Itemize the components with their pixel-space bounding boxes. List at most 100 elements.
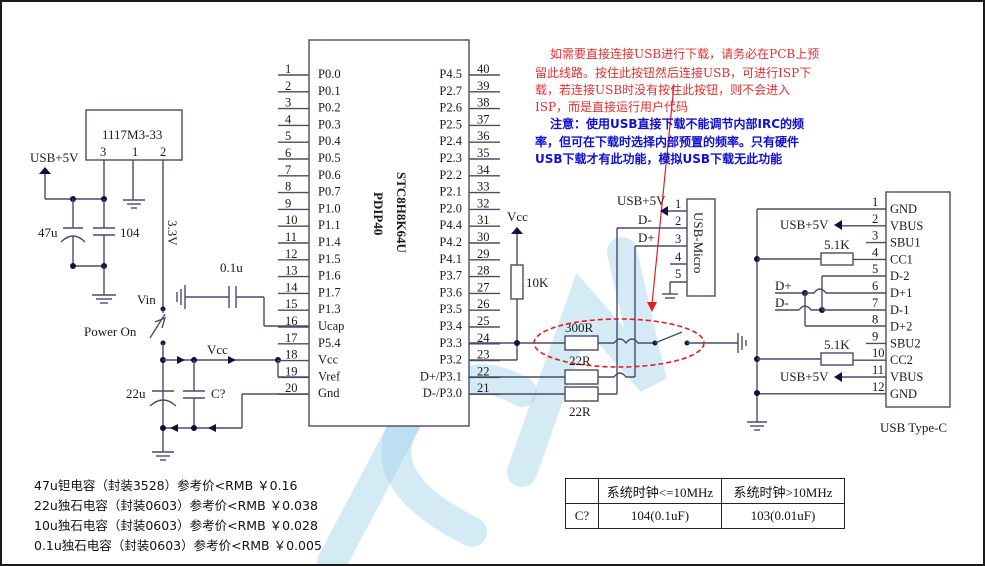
pin-number: 35: [477, 146, 490, 160]
pin-name: P0.5: [318, 151, 341, 165]
cap-104-label: 104: [120, 225, 140, 240]
usb-micro-name: USB-Micro: [691, 212, 706, 273]
svg-text:2: 2: [160, 145, 166, 159]
pin-name: P2.7: [439, 84, 462, 98]
note-blue-line-2: 率，但可在下载时选择内部预置的频率。只有硬件: [535, 134, 799, 149]
pin-number: 40: [477, 62, 490, 76]
r22-dp-label: 22R: [569, 353, 591, 368]
mcu-pin: 21 D-/P3.0: [423, 381, 500, 400]
pin-name: P0.4: [318, 134, 341, 148]
pin-number: 11: [285, 230, 297, 244]
table-header-row: 系统时钟<=10MHz 系统时钟>10MHz: [565, 478, 845, 504]
pin-name: P0.3: [318, 117, 341, 131]
pin-name: GND: [890, 387, 917, 401]
pin-number: 27: [477, 280, 490, 294]
pin-number: 21: [477, 381, 490, 395]
svg-text:4: 4: [675, 250, 682, 264]
vcc-label-pullup: Vcc: [507, 209, 528, 224]
pin-name: CC2: [890, 353, 913, 367]
pin-number: 26: [477, 297, 490, 311]
pin-number: 2: [872, 212, 878, 226]
r300-label: 300R: [565, 320, 594, 335]
note-red-line-2: 留此线路。按住此按钮然后连接USB，可进行ISP下: [535, 65, 811, 80]
mcu-body: [308, 39, 470, 427]
pin-name: D-1: [890, 303, 909, 317]
cap-47u-label: 47u: [38, 225, 58, 240]
price-line-3: 10u独石电容（封装0603）参考价<RMB ￥0.028: [34, 518, 318, 533]
ucap-cap-label: 0.1u: [220, 260, 243, 275]
usb-micro-dm-label: D-: [638, 212, 652, 227]
pin-number: 2: [285, 79, 291, 93]
mcu-pin: 35 P2.3: [439, 146, 500, 165]
pin-number: 25: [477, 314, 490, 328]
svg-text:2: 2: [675, 214, 681, 228]
cap-c-label: C?: [211, 386, 226, 401]
pin-name: P2.1: [439, 185, 462, 199]
pin-name: P0.2: [318, 101, 341, 115]
pin-name: P2.4: [439, 134, 462, 148]
pin-name: P1.6: [318, 269, 341, 283]
red-arrow-icon: [647, 302, 657, 312]
pin-number: 10: [285, 213, 298, 227]
pin-name: P1.0: [318, 201, 341, 215]
pin-name: P0.0: [318, 67, 341, 81]
usbc-vbus2-label: USB+5V: [780, 369, 829, 384]
pin-number: 8: [285, 180, 291, 194]
pin-number: 30: [477, 230, 490, 244]
pin-name: P2.0: [439, 201, 462, 215]
usb5v-arrow: [39, 167, 51, 174]
pin-name: VBUS: [890, 370, 923, 384]
mcu-pin: 32 P2.0: [439, 196, 500, 215]
v33-label: 3.3V: [165, 220, 180, 246]
pin-number: 7: [872, 296, 878, 310]
usbc-dp-label: D+: [775, 278, 792, 293]
power-switch[interactable]: [149, 313, 166, 339]
price-line-1: 47u钽电容（封装3528）参考价<RMB ￥0.16: [34, 478, 298, 493]
pin-number: 12: [285, 247, 298, 261]
note-red-line-3: 载，若连接USB时没有按住此按钮，则不会进入: [535, 82, 790, 97]
price-line-2: 22u独石电容（封装0603）参考价<RMB ￥0.038: [34, 498, 318, 513]
pin-name: SBU2: [890, 336, 921, 350]
note-red-line-1: 如需要直接连接USB进行下载，请务必在PCB上预: [550, 46, 819, 61]
pin-number: 14: [285, 280, 298, 294]
svg-text:1: 1: [675, 197, 681, 211]
usb-micro-vbus-label: USB+5V: [617, 193, 666, 208]
pullup-label: 10K: [526, 275, 549, 290]
isp-button[interactable]: [654, 331, 683, 344]
pin-name: P2.3: [439, 151, 462, 165]
pin-number: 38: [477, 96, 490, 110]
table-cell: 103(0.01uF): [721, 503, 845, 529]
svg-text:5: 5: [675, 267, 681, 281]
pin-number: 23: [477, 348, 490, 362]
pin-number: 32: [477, 196, 490, 210]
pin-name: SBU1: [890, 236, 921, 250]
pin-name: D-/P3.0: [423, 386, 462, 400]
pin-name: P0.6: [318, 168, 341, 182]
pin-name: P1.1: [318, 218, 341, 232]
pin-name: P4.5: [439, 67, 462, 81]
